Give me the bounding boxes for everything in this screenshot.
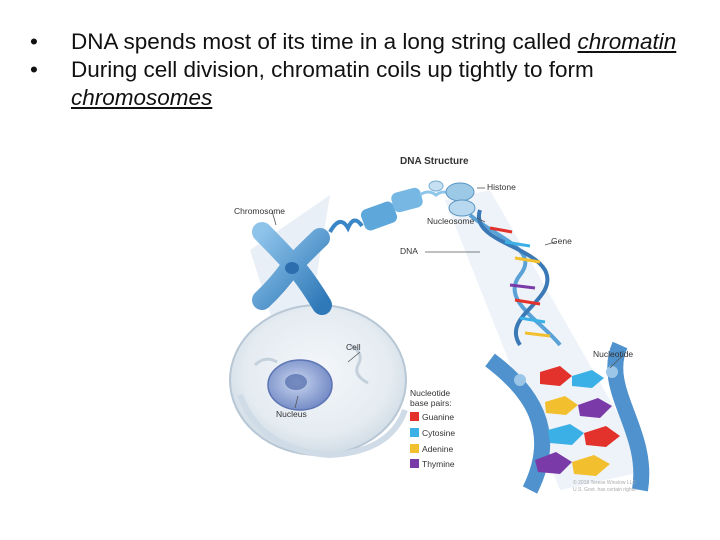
chromosome-illustration: [252, 222, 332, 315]
legend-swatch-thymine: [410, 459, 419, 468]
label-chromosome: Chromosome: [234, 206, 285, 216]
leader-lines: [271, 187, 623, 409]
diagram-title: DNA Structure: [400, 156, 469, 167]
bullet-text: During cell division, chromatin coils up…: [71, 57, 594, 82]
legend-label: Thymine: [422, 459, 455, 469]
label-dna: DNA: [400, 246, 418, 256]
dna-ladder-illustration: [485, 341, 650, 494]
bullet-text: DNA spends most of its time in a long st…: [71, 29, 578, 54]
legend-swatch-cytosine: [410, 428, 419, 437]
legend-subtitle: base pairs:: [410, 398, 452, 408]
label-histone: Histone: [487, 182, 516, 192]
dna-helix-illustration: [468, 209, 562, 347]
cell-illustration: [229, 304, 408, 459]
base-pair-legend: Nucleotide base pairs: Guanine Cytosine …: [410, 388, 455, 469]
bullet-marker: •: [30, 57, 38, 82]
legend-title: Nucleotide: [410, 388, 450, 398]
bullet-emphasis: chromatin: [577, 29, 677, 54]
bullet-list: • DNA spends most of its time in a long s…: [28, 28, 708, 112]
label-nucleotide: Nucleotide: [593, 349, 633, 359]
bullet-item: • DNA spends most of its time in a long s…: [28, 28, 708, 56]
label-cell: Cell: [346, 342, 361, 352]
credit-line: © 2018 Terese Winslow LLC: [573, 479, 636, 486]
chromatin-coil: [328, 187, 453, 234]
label-nucleus: Nucleus: [276, 409, 307, 419]
bullet-emphasis: chromosomes: [71, 85, 213, 110]
label-gene: Gene: [551, 236, 572, 246]
label-nucleosome: Nucleosome: [427, 216, 475, 226]
nucleosome-illustration: [428, 180, 476, 217]
legend-label: Cytosine: [422, 428, 455, 438]
legend-label: Adenine: [422, 444, 453, 454]
legend-swatch-adenine: [410, 444, 419, 453]
credit-line: U.S. Govt. has certain rights: [573, 487, 636, 493]
bullet-item: • During cell division, chromatin coils u…: [28, 56, 708, 112]
legend-swatch-guanine: [410, 412, 419, 421]
bullet-marker: •: [30, 29, 38, 54]
legend-label: Guanine: [422, 412, 454, 422]
